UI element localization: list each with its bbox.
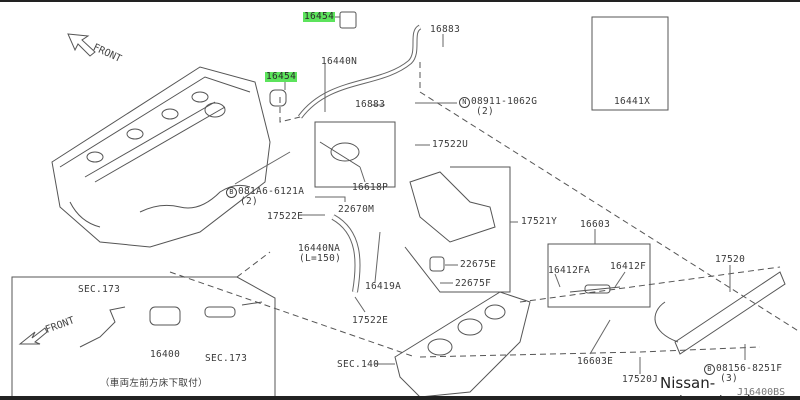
cylinder-head: [51, 66, 271, 248]
part-label-16454-highlighted[interactable]: 16454: [303, 11, 336, 22]
part-label-16603[interactable]: 16603: [580, 219, 611, 230]
part-label-22675E[interactable]: 22675E: [460, 259, 497, 270]
section-label-sec140[interactable]: SEC.140: [337, 359, 380, 370]
part-number: 08156-8251F: [716, 363, 783, 374]
part-label-16419A[interactable]: 16419A: [365, 281, 402, 292]
b-symbol-icon: B: [704, 364, 715, 375]
part-label-17521Y[interactable]: 17521Y: [521, 216, 558, 227]
watermark: Nissan-autoparts.nl: [660, 374, 751, 396]
part-label-17520J[interactable]: 17520J: [622, 374, 659, 385]
part-label-17522E[interactable]: 17522E: [267, 211, 304, 222]
part-quantity: (3): [720, 373, 739, 384]
inset-mounting-note: （車両左前方床下取付）: [100, 378, 208, 389]
part-label-16440NA[interactable]: 16440NA: [298, 243, 341, 254]
part-label-17520[interactable]: 17520: [715, 254, 746, 265]
part-label-16883[interactable]: 16883: [430, 24, 461, 35]
part-label-17522U[interactable]: 17522U: [432, 139, 469, 150]
part-label-16440N[interactable]: 16440N: [321, 56, 358, 67]
part-label-22670M[interactable]: 22670M: [338, 204, 375, 215]
part-label-16883[interactable]: 16883: [355, 99, 386, 110]
part-label-16400[interactable]: 16400: [150, 349, 181, 360]
front-arrow-icon: [67, 33, 96, 57]
inset-section-label-sec173[interactable]: SEC.173: [78, 284, 121, 295]
part-label-22675F[interactable]: 22675F: [455, 278, 492, 289]
part-label-16412FA[interactable]: 16412FA: [548, 265, 591, 276]
inset-front-arrow-icon: [18, 327, 48, 345]
b-symbol-icon: B: [226, 187, 237, 198]
part-label-16441X[interactable]: 16441X: [614, 96, 651, 107]
part-number: 081A6-6121A: [238, 186, 305, 197]
inset-section-label-sec173[interactable]: SEC.173: [205, 353, 248, 364]
part-quantity: (2): [476, 106, 495, 117]
part-label-17522E[interactable]: 17522E: [352, 315, 389, 326]
part-label-16603E[interactable]: 16603E: [577, 356, 614, 367]
n-symbol-icon: N: [459, 97, 470, 108]
diagram-code: J16400BS: [737, 387, 786, 398]
part-quantity: (2): [240, 196, 259, 207]
part-label-16412F[interactable]: 16412F: [610, 261, 647, 272]
part-length: (L=150): [299, 253, 342, 264]
part-label-16618P[interactable]: 16618P: [352, 182, 389, 193]
part-label-16454-highlighted[interactable]: 16454: [265, 71, 298, 82]
part-number: 08911-1062G: [471, 96, 538, 107]
